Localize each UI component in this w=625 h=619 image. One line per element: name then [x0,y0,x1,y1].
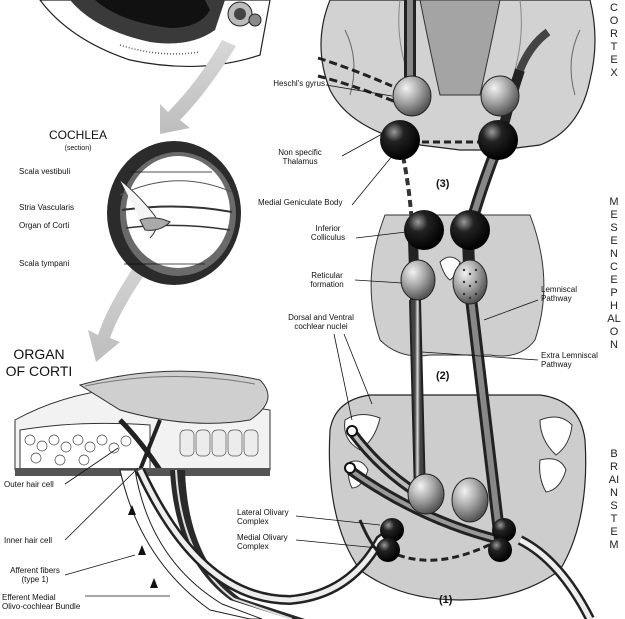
extra-lemniscal-line1: Extra Lemniscal [541,351,598,360]
lateral-olivary-line2: Complex [237,517,269,526]
scala-vestibuli-label: Scala vestibuli [19,167,71,176]
stage-1-number: (1) [439,594,453,606]
lemniscal-pathway-label: Lemniscal Pathway [541,285,577,303]
inner-hair-cell-label: Inner hair cell [4,536,53,545]
lateral-olivary-line1: Lateral Olivary [237,508,289,517]
afferent-fibers-label: Afferent fibers (type 1) [0,566,70,584]
nonspecific-thalamus-line2: Thalamus [282,157,318,166]
cochlea-heading-subtitle: (section) [64,145,92,152]
leader-lines [64,84,539,597]
medial-geniculate-body-label: Medial Geniculate Body [258,198,343,207]
inferior-colliculus-label: Inferior Colliculus [300,224,356,242]
inferior-colliculus-line2: Colliculus [310,233,346,242]
dorsal-cochlear-nucleus [346,425,358,437]
efferent-bundle-line1: Efferent Medial [2,593,56,602]
ventral-cochlear-nucleus [344,462,356,474]
cochlea-heading: COCHLEA (section) [38,128,118,156]
afferent-fibers-line1: Afferent fibers [10,566,60,575]
reticular-formation-line1: Reticular [311,271,343,280]
mesencephalon-side-label: MESENCEPHALON [607,196,621,351]
inferior-colliculus-line1: Inferior [315,224,341,233]
afferent-fibers-line2: (type 1) [21,575,49,584]
reticular-formation-label: Reticular formation [300,271,354,289]
nonspecific-thalamus-label: Non specific Thalamus [262,148,338,166]
lateral-olivary-left [380,518,404,542]
cortex-side-label: CORTEX [609,2,619,79]
reticular-formation-line2: formation [310,280,344,289]
extra-lemniscal-pathway-label: Extra Lemniscal Pathway [541,351,598,369]
cochlea-section-drawing [107,141,241,285]
medial-olivary-left [376,538,400,562]
extra-lemniscal-line2: Pathway [541,360,572,369]
efferent-bundle-label: Efferent Medial Olivo-cochlear Bundle [2,593,80,611]
nuclei [344,75,520,562]
arrow-ear-to-cochlea [160,40,236,134]
efferent-bundle-line2: Olivo-cochlear Bundle [2,602,81,611]
medial-olivary-right [488,538,512,562]
brainstem-right-nucleus [451,477,489,523]
medial-olivary-complex-label: Medial Olivary Complex [237,533,288,551]
medial-olivary-line1: Medial Olivary [237,533,288,542]
heschl-gyrus-label: Heschl's gyrus [273,79,325,88]
lateral-olivary-complex-label: Lateral Olivary Complex [237,508,289,526]
stria-vascularis-label: Stria Vascularis [19,203,74,212]
organ-heading-line2: OF CORTI [5,363,73,379]
mgb-left-nucleus [380,120,420,160]
mgb-right-nucleus [478,120,518,160]
cochlear-nuclei-label: Dorsal and Ventral cochlear nuclei [276,313,366,331]
heschl-gyrus-right-nucleus [480,75,520,117]
stage-3-number: (3) [436,178,450,190]
cortex-drawing [317,0,596,151]
nonspecific-thalamus-line1: Non specific [278,148,322,157]
organ-of-corti-drawing [14,370,305,619]
lemniscal-pathway-line2: Pathway [541,294,572,303]
reticular-left-nucleus [400,259,436,301]
organ-of-corti-label: Organ of Corti [19,221,70,230]
scala-tympani-label: Scala tympani [19,259,70,268]
lateral-olivary-right [492,518,516,542]
medial-olivary-line2: Complex [237,542,269,551]
inferior-colliculus-right-nucleus [450,210,490,250]
heschl-gyrus-left-nucleus [392,75,432,117]
brainstem-side-label: BRAINSTEM [608,448,620,551]
cochlear-nuclei-line2: cochlear nuclei [294,322,348,331]
organ-heading-line1: ORGAN [13,346,65,362]
organ-of-corti-heading: ORGAN OF CORTI [0,346,78,380]
inferior-colliculus-left-nucleus [404,210,444,250]
brainstem-left-nucleus [407,473,445,515]
stage-2-number: (2) [436,370,450,382]
reticular-right-nucleus [452,259,488,305]
cochlea-heading-text: COCHLEA [48,128,107,142]
cochlear-nuclei-line1: Dorsal and Ventral [288,313,354,322]
outer-hair-cell-label: Outer hair cell [4,480,54,489]
lemniscal-pathway-line1: Lemniscal [541,285,578,294]
outer-ear-drawing [39,0,271,68]
